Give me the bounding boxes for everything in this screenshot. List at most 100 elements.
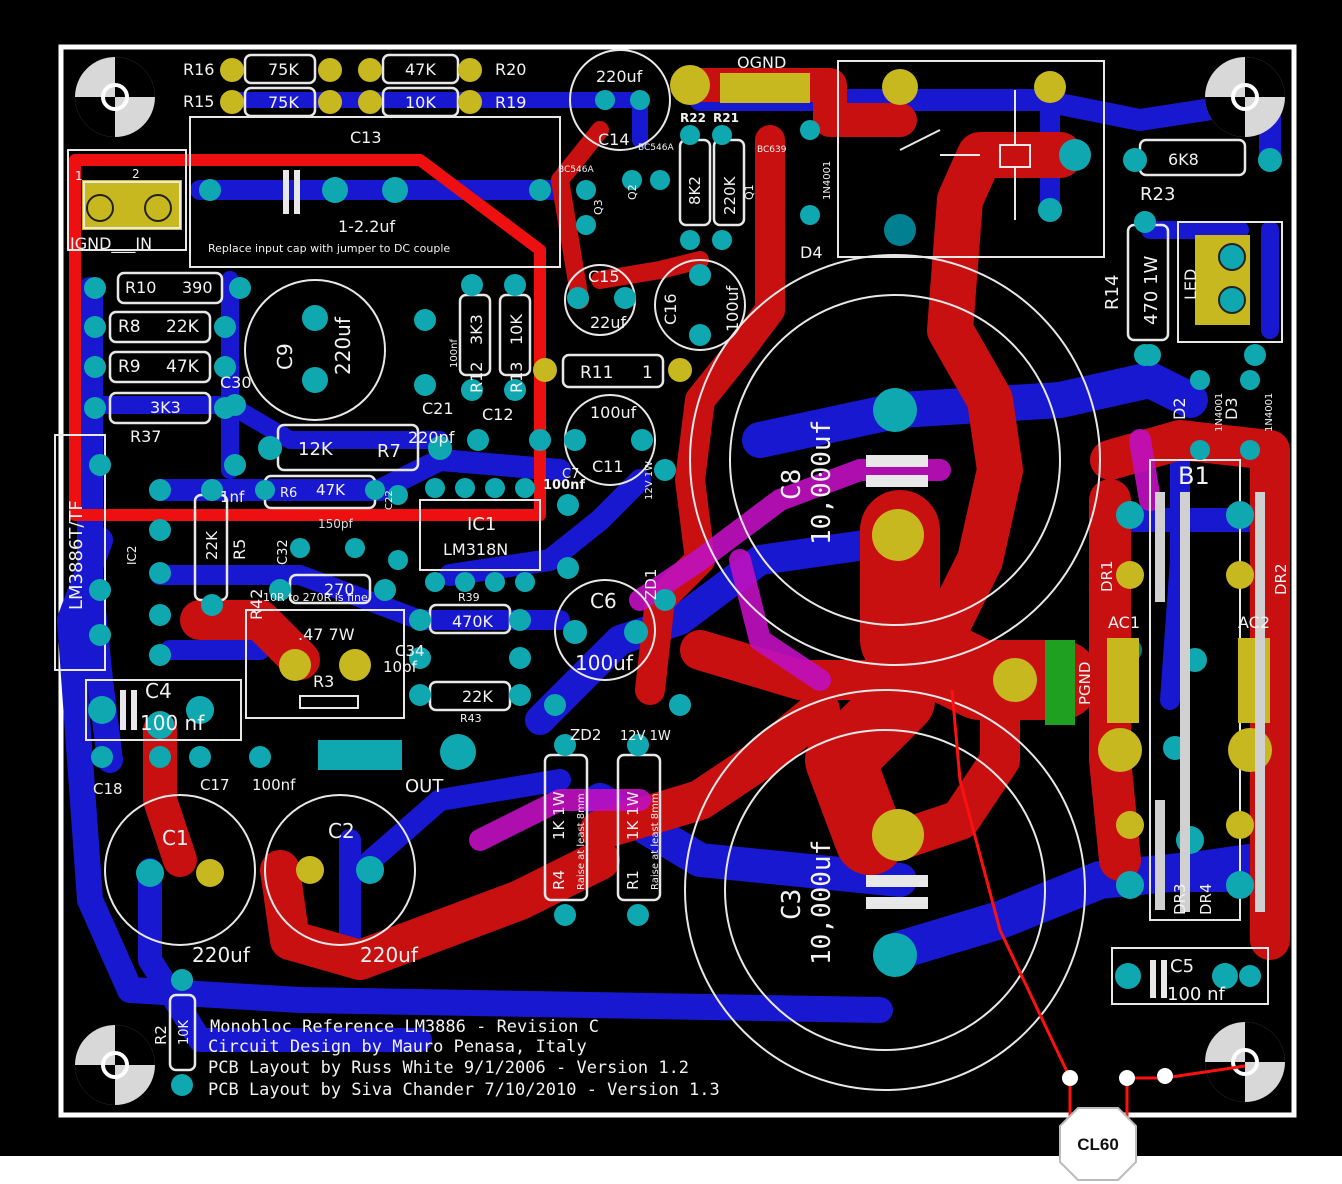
c-1nf-value: 1nf [220, 488, 245, 506]
input-terminal [83, 181, 181, 229]
c2-ref: C2 [328, 819, 355, 843]
c8-ref: C8 [777, 469, 807, 500]
c6-ref: C6 [590, 589, 617, 613]
ognd-label: OGND [737, 53, 786, 72]
c15-value: 22uf [590, 313, 627, 332]
r10-ref: R10 [125, 278, 156, 297]
r8-ref: R8 [118, 317, 141, 337]
led-terminal [1218, 243, 1246, 314]
r13-value: 10K [507, 314, 526, 345]
r5-value: 22K [203, 530, 221, 560]
r42-note: 10R to 270R is fine [263, 591, 368, 604]
relay-symbol [899, 90, 1031, 220]
input-pin1: 1 [75, 169, 83, 183]
silkscreen-text: R16 R15 75K 75K 47K 10K R20 R19 220uf C1… [66, 53, 1290, 1045]
input-connector-label: IGND___IN [70, 234, 152, 254]
c4-ref: C4 [145, 679, 172, 703]
r43-ref: R43 [460, 712, 482, 725]
r19-value: 10K [405, 93, 436, 112]
c21-value: 100nf [449, 339, 460, 368]
dr2-ref: DR2 [1272, 563, 1290, 595]
b1-ref: B1 [1178, 462, 1210, 490]
pgnd-label: PGND [1076, 662, 1094, 705]
board-outline [58, 44, 1297, 1118]
capacitor-symbols [120, 170, 1167, 998]
r1-value: 1K 1W [624, 791, 642, 840]
dr4-ref: DR4 [1197, 883, 1215, 915]
c11-value: 100uf [590, 403, 637, 422]
c5-ref: C5 [1170, 956, 1194, 977]
q1-ref: Q1 [743, 184, 756, 200]
r19-ref: R19 [495, 93, 526, 112]
title-line-3: PCB Layout by Russ White 9/1/2006 - Vers… [208, 1058, 689, 1078]
r20-ref: R20 [495, 60, 526, 79]
c18-ref: C18 [93, 780, 123, 798]
c17-ref: C17 [200, 776, 230, 794]
r13-ref: R13 [507, 362, 526, 393]
led-label: LED [1181, 269, 1200, 300]
r16-value: 75K [268, 60, 299, 79]
r1-ref: R1 [624, 870, 642, 890]
c21-ref: C21 [422, 399, 454, 418]
r3-ref: R3 [313, 672, 334, 691]
c30-ref: C30 [220, 373, 252, 392]
r12-ref: R12 [467, 362, 486, 393]
d2-ref: D2 [1170, 398, 1189, 421]
title-line-4: PCB Layout by Siva Chander 7/10/2010 - V… [208, 1080, 720, 1100]
r4-note: Raise at least 8mm [576, 793, 587, 890]
r39-value: 470K [452, 612, 494, 631]
d3-ref: D3 [1222, 398, 1241, 421]
r9-ref: R9 [118, 357, 141, 377]
silkscreen-outlines [54, 49, 1283, 1091]
input-ground-trace-outline [69, 154, 546, 521]
r21-value: 220K [721, 175, 739, 215]
c14-value: 220uf [596, 67, 643, 86]
c13-value: 1-2.2uf [338, 217, 396, 236]
c1-ref: C1 [162, 826, 189, 850]
r15-value: 75K [268, 93, 299, 112]
r4-ref: R4 [550, 870, 568, 890]
ac1-label: AC1 [1108, 613, 1140, 632]
r3-body [299, 695, 359, 709]
zd1-ref: ZD1 [642, 569, 660, 600]
c11-ref: C11 [592, 457, 624, 476]
r14-ref: R14 [1102, 275, 1123, 310]
q3-ref: Q3 [592, 199, 605, 215]
c12-value: 220pf [408, 428, 455, 447]
cl60-label: CL60 [1077, 1135, 1119, 1154]
ac2-label: AC2 [1238, 613, 1270, 632]
c9-ref: C9 [273, 343, 297, 370]
ic1-part: LM318N [443, 540, 508, 559]
r22-value: 8K2 [686, 176, 704, 205]
r20-value: 47K [405, 60, 436, 79]
c15-ref: C15 [588, 267, 620, 286]
r1-note: Raise at least 8mm [650, 793, 661, 890]
r14-value: 470 1W [1141, 255, 1162, 325]
lm3886-label: LM3886T/TF [66, 500, 87, 610]
c22-ref: C22 [384, 490, 395, 510]
c8-value: 10,000uf [807, 420, 837, 545]
q2-ref: Q2 [626, 184, 639, 200]
r39-ref: R39 [458, 591, 480, 604]
q3-part: BC546A [638, 143, 674, 153]
r11-ref: R11 [580, 363, 613, 383]
ic1-ref: IC1 [467, 514, 496, 535]
r2-value: 10K [177, 1019, 192, 1045]
c16-value: 100uf [723, 285, 742, 332]
r42-ref: R42 [247, 589, 266, 620]
zd2-value: 12V 1W [620, 729, 671, 744]
dr1-ref: DR1 [1098, 560, 1116, 592]
c34-value: 10pf [383, 658, 418, 676]
title-line-1: Monobloc Reference LM3886 - Revision C [210, 1017, 599, 1037]
c6-value: 100uf [575, 651, 634, 675]
c5-value: 100 nf [1167, 984, 1225, 1005]
r22-ref: R22 [680, 111, 706, 125]
r15-ref: R15 [183, 92, 214, 111]
r23-value: 6K8 [1168, 150, 1199, 169]
r7-value: 12K [298, 439, 334, 460]
r8-value: 22K [166, 317, 200, 337]
cl60-thermistor [1059, 1107, 1137, 1181]
d2-part: 1N4001 [1214, 393, 1225, 432]
r42-value: 270 [324, 580, 355, 599]
